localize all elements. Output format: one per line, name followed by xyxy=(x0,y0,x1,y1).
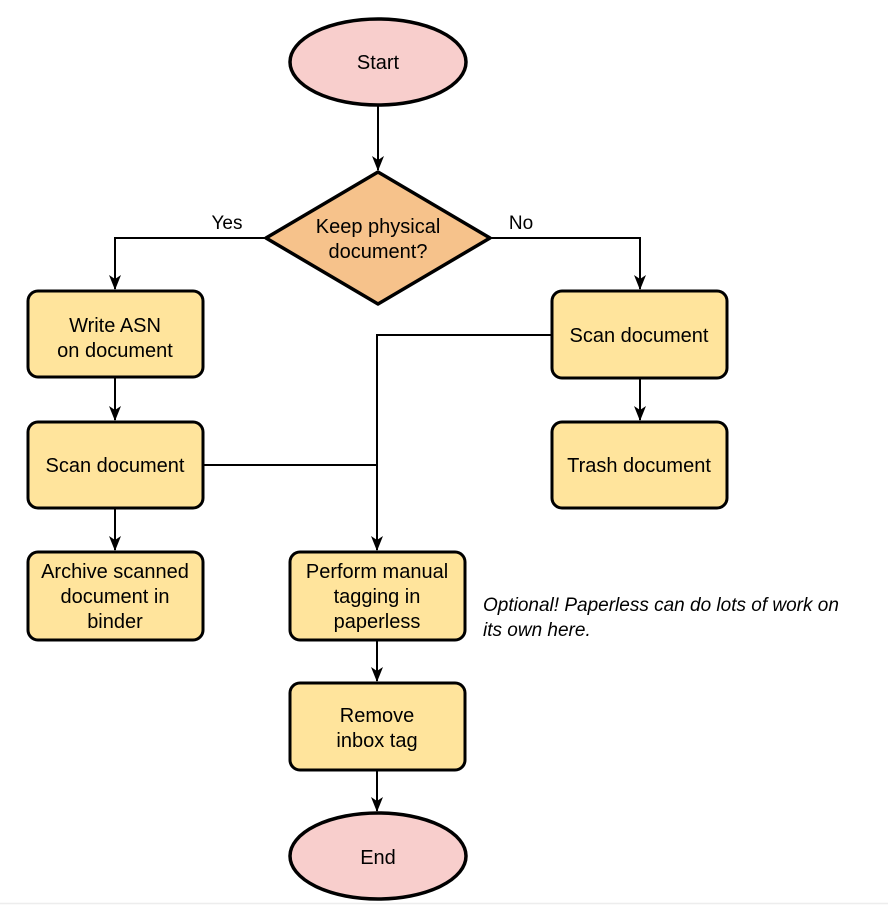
remove-inbox-box xyxy=(288,681,467,772)
edge-decision-no-to-scan-right xyxy=(490,237,646,290)
start-label: Start xyxy=(357,52,400,74)
node-remove-inbox: Remove inbox tag xyxy=(288,681,467,772)
node-tagging: Perform manual tagging in paperless xyxy=(288,550,467,642)
node-scan-right: Scan document xyxy=(550,289,729,380)
archive-label-line1: Archive scanned xyxy=(41,561,189,583)
note-annotation: Optional! Paperless can do lots of work … xyxy=(483,595,839,641)
note-line1: Optional! Paperless can do lots of work … xyxy=(483,595,839,616)
scan-right-label: Scan document xyxy=(570,325,709,347)
scan-left-box xyxy=(26,420,205,510)
write-asn-box xyxy=(26,289,205,379)
edge-label-yes: Yes xyxy=(212,213,243,234)
remove-inbox-label-line2: inbox tag xyxy=(336,730,417,752)
node-start: Start xyxy=(288,17,468,107)
tagging-label-line2: tagging in xyxy=(334,586,421,608)
note-line2: its own here. xyxy=(483,620,591,641)
start-ellipse xyxy=(288,17,468,107)
decision-label-line2: document? xyxy=(329,241,428,263)
archive-box xyxy=(26,550,205,642)
trash-label: Trash document xyxy=(567,455,711,477)
decision-label-line1: Keep physical xyxy=(316,216,441,238)
edge-decision-yes-to-write-asn xyxy=(109,237,266,290)
write-asn-label-line1: Write ASN xyxy=(69,315,161,337)
tagging-label-line1: Perform manual xyxy=(306,561,448,583)
edge-scan-right-to-tagging xyxy=(371,334,552,551)
node-scan-left: Scan document xyxy=(26,420,205,510)
archive-label-line2: document in xyxy=(61,586,170,608)
node-write-asn: Write ASN on document xyxy=(26,289,205,379)
node-decision: Keep physical document? xyxy=(264,170,492,306)
write-asn-label-line2: on document xyxy=(57,340,173,362)
node-trash: Trash document xyxy=(550,420,729,510)
node-end: End xyxy=(288,811,468,901)
scan-left-label: Scan document xyxy=(46,455,185,477)
tagging-label-line3: paperless xyxy=(334,611,421,633)
trash-box xyxy=(550,420,729,510)
tagging-box xyxy=(288,550,467,642)
edge-label-no: No xyxy=(509,213,533,234)
archive-label-line3: binder xyxy=(87,611,143,633)
node-archive: Archive scanned document in binder xyxy=(26,550,205,642)
end-ellipse xyxy=(288,811,468,901)
remove-inbox-label-line1: Remove xyxy=(340,705,414,727)
decision-diamond xyxy=(264,170,492,306)
end-label: End xyxy=(360,847,396,869)
edges xyxy=(109,105,646,812)
scan-right-box xyxy=(550,289,729,380)
